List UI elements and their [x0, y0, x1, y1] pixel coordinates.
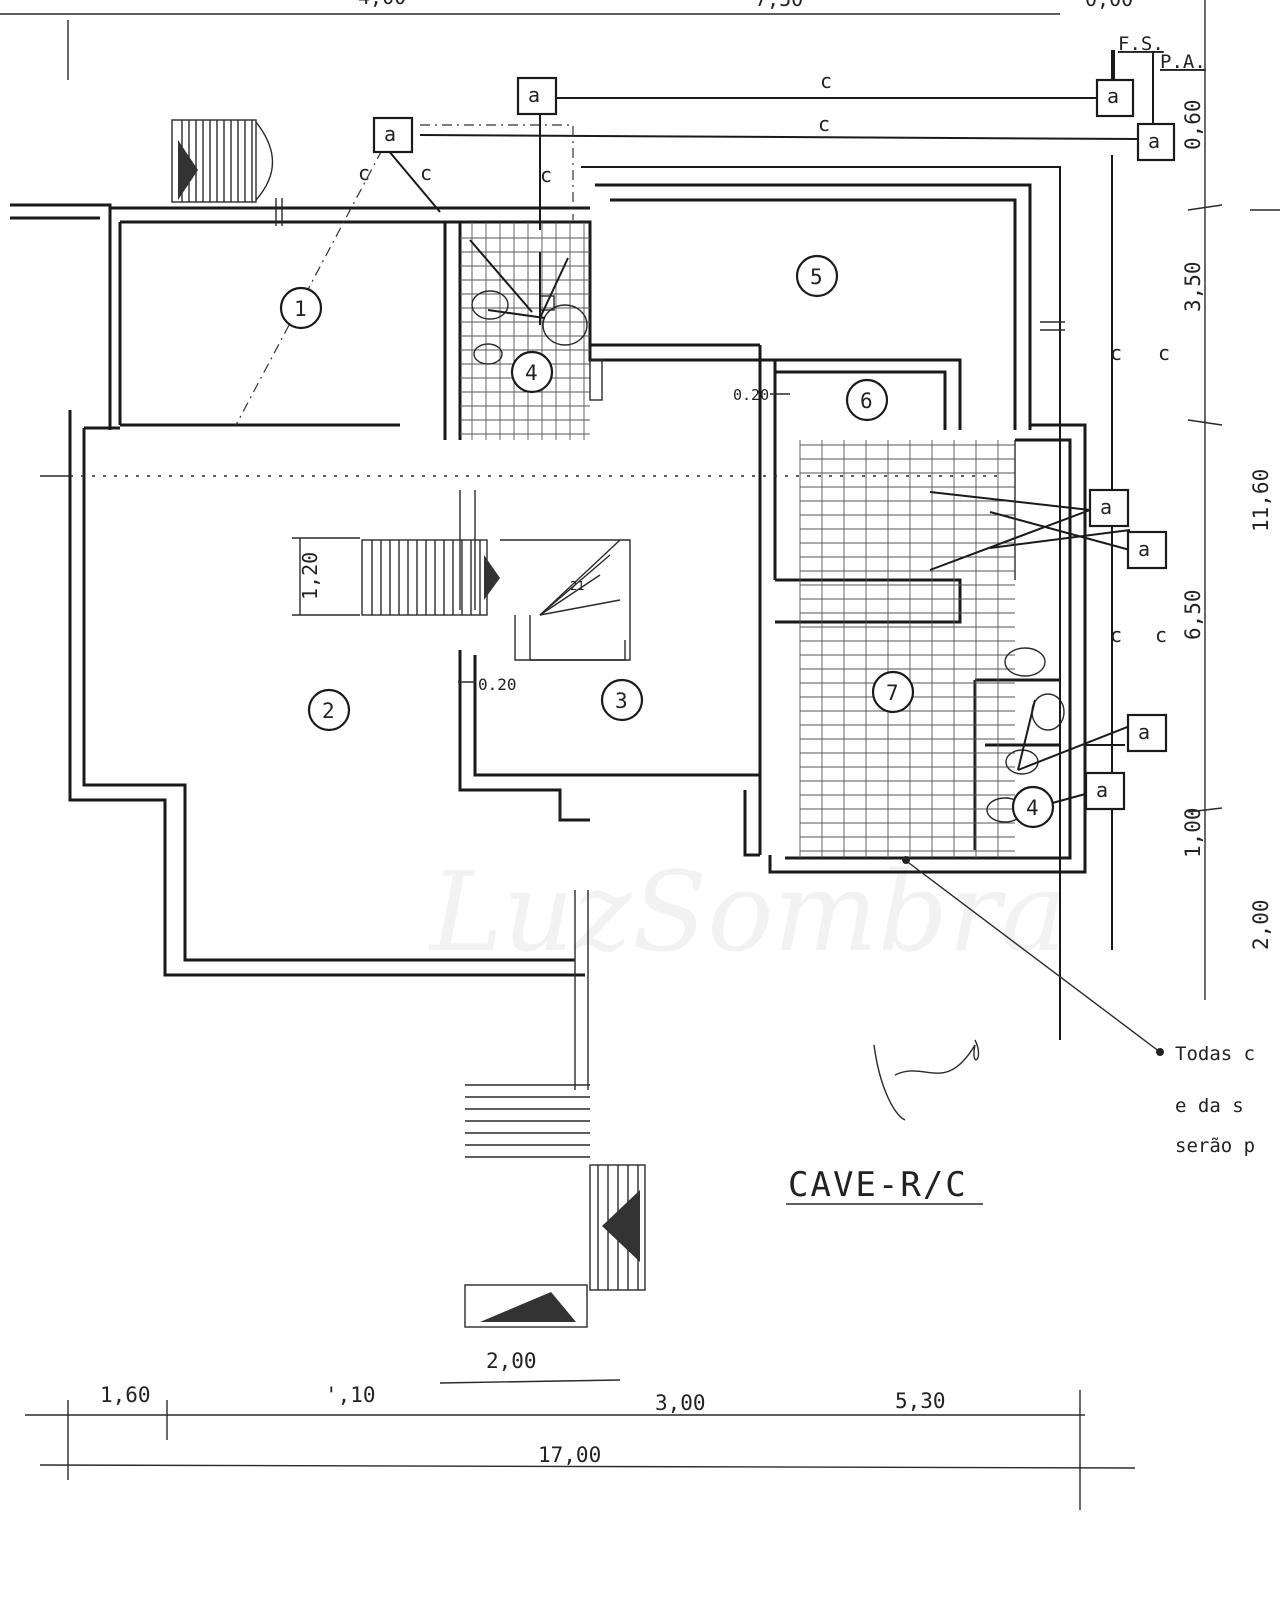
dim-right-6-50: 6,50 [1181, 589, 1205, 640]
svg-text:a: a [1107, 84, 1119, 108]
box-a-7: a [1126, 713, 1168, 753]
room-label-7: 7 [871, 670, 915, 714]
svg-text:7: 7 [886, 681, 899, 705]
top-left-stair [171, 119, 274, 203]
note-line-3: serão p [1175, 1135, 1255, 1157]
svg-text:a: a [384, 122, 396, 146]
box-a-2: a [1095, 78, 1135, 118]
box-a-3: a [372, 116, 414, 154]
pipe-c-9: c [1155, 623, 1167, 647]
box-a-1: a [516, 76, 558, 116]
pipe-labels: c c c c c c c c c [358, 69, 1170, 647]
dim-bottom-5-30: 5,30 [895, 1389, 946, 1413]
dim-bottom-1-60: 1,60 [100, 1383, 151, 1407]
svg-text:4: 4 [525, 361, 538, 385]
dim-right-0-60: 0,60 [1181, 99, 1205, 150]
dim-bottom-4-10: ',10 [325, 1383, 376, 1407]
interior-stair: 21 [361, 539, 631, 661]
dim-bottom-2-00: 2,00 [486, 1349, 537, 1373]
svg-text:a: a [1096, 778, 1108, 802]
dim-stair-height: 1,20 [292, 537, 360, 616]
room-label-4-top: 4 [510, 350, 554, 394]
svg-text:1: 1 [294, 297, 307, 321]
dim-top-1: 0,00 [1085, 0, 1133, 11]
box-a-6: a [1126, 530, 1168, 570]
dim-1-20: 1,20 [298, 552, 322, 600]
watermark: LuzSombra [428, 848, 1066, 976]
room-labels: 1 2 3 4 4 5 6 7 [279, 254, 1055, 829]
box-a-8: a [1084, 771, 1126, 811]
svg-text:4: 4 [1026, 796, 1039, 820]
pipe-c-2: c [818, 112, 830, 136]
drawing-title: CAVE-R/C [786, 1165, 983, 1205]
dim-bottom-3-00: 3,00 [655, 1391, 706, 1415]
pipe-c-4: c [420, 161, 432, 185]
dim-top-2: 7,50 [755, 0, 803, 11]
box-a-5: a [1088, 488, 1130, 528]
bottom-dimensions: 2,00 1,60 ',10 3,00 5,30 17,00 [25, 1349, 1136, 1510]
box-a-4: a [1136, 122, 1176, 162]
svg-text:a: a [1148, 129, 1160, 153]
drainage-network [235, 50, 1139, 1040]
pipe-c-1: c [820, 69, 832, 93]
legend-fs: F.S. [1118, 33, 1164, 55]
svg-text:a: a [528, 83, 540, 107]
bathroom-4-top [460, 222, 603, 440]
svg-text:a: a [1138, 720, 1150, 744]
svg-text:3: 3 [615, 689, 628, 713]
pipe-c-3: c [358, 161, 370, 185]
wall-ticks [40, 198, 1065, 477]
room-label-1: 1 [279, 286, 323, 330]
bathroom-4-bottom [986, 647, 1146, 823]
svg-text:21: 21 [570, 579, 584, 593]
svg-text:a: a [1100, 495, 1112, 519]
room-label-4-bottom: 4 [1011, 785, 1055, 829]
front-steps [464, 890, 646, 1328]
pipe-c-6: c [1110, 341, 1122, 365]
pipe-c-7: c [1158, 341, 1170, 365]
room-label-5: 5 [795, 254, 839, 298]
dim-right-11-60: 11,60 [1249, 469, 1273, 532]
room-label-3: 3 [600, 678, 644, 722]
room-label-6: 6 [845, 378, 889, 422]
svg-text:5: 5 [810, 265, 823, 289]
top-dimension-row: 0,00 7,50 4,00 [0, 0, 1133, 80]
signature [873, 1039, 980, 1121]
dim-right-2-00: 2,00 [1249, 899, 1273, 950]
note-line-1: Todas c [1175, 1043, 1255, 1065]
title-text: CAVE-R/C [788, 1165, 968, 1205]
dim-right-1-00: 1,00 [1181, 807, 1205, 858]
dim-0-20-a: 0.20 [478, 675, 517, 694]
pipe-legend: F.S. P.A. [1113, 33, 1206, 130]
right-dimensions: 0,60 3,50 11,60 6,50 1,00 2,00 [1181, 0, 1280, 1000]
dim-top-3: 4,00 [358, 0, 406, 9]
svg-text:a: a [1138, 537, 1150, 561]
notes-block: Todas c e da s serão p [902, 856, 1255, 1157]
pipe-c-5: c [540, 163, 552, 187]
room-label-2: 2 [307, 688, 351, 732]
inspection-boxes: a a a a a a a a [372, 76, 1176, 811]
outer-walls [10, 183, 1087, 977]
pipe-c-8: c [1110, 623, 1122, 647]
dim-bottom-17-00: 17,00 [538, 1443, 601, 1467]
note-line-2: e da s [1175, 1095, 1244, 1117]
svg-text:6: 6 [860, 389, 873, 413]
dim-right-3-50: 3,50 [1181, 261, 1205, 312]
svg-text:2: 2 [322, 699, 335, 723]
dim-0-20-b: 0.20 [733, 386, 769, 404]
legend-pa: P.A. [1160, 51, 1206, 73]
